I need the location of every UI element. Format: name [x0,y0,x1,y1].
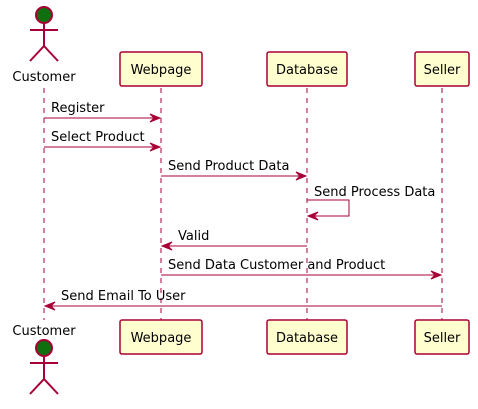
message-line [307,199,350,217]
message-label: Select Product [51,130,145,145]
participant-label: Seller [424,331,461,346]
participant-box [266,319,348,355]
participant-label: Database [276,63,338,78]
participant-customer-bottom: Customer [12,324,76,395]
participant-label: Customer [12,70,76,85]
message-label: Send Product Data [168,159,289,174]
arrow-head [160,241,173,251]
participant-seller-top: Seller [414,51,470,87]
participant-label: Webpage [131,331,192,346]
arrow-head [149,113,162,123]
participant-database-top: Database [266,51,348,87]
participants-bottom: Customer Webpage Database Seller [12,319,470,395]
participants-top: Customer Webpage Database Seller [12,6,470,87]
arrow-head [149,142,162,152]
message-6: Send Data Customer and Product [161,258,443,280]
message-label: Send Email To User [61,289,186,304]
actor-head [35,6,53,24]
lifelines [43,88,443,320]
participant-webpage-top: Webpage [119,51,203,87]
message-1: Register [44,101,162,123]
participant-label: Database [276,331,338,346]
actor-leg-right [43,378,59,395]
message-label: Valid [178,229,209,244]
actor-leg-left [29,378,45,395]
participant-database-bottom: Database [266,319,348,355]
participant-box [414,51,470,87]
participant-label: Webpage [131,63,192,78]
participant-label: Customer [12,324,76,339]
participant-box [414,319,470,355]
participant-webpage-bottom: Webpage [119,319,203,355]
message-label: Send Data Customer and Product [168,258,385,273]
message-3: Send Product Data [161,159,308,181]
actor-leg-right [43,45,59,62]
arrow-head [295,171,308,181]
participant-label: Seller [424,63,461,78]
participant-seller-bottom: Seller [414,319,470,355]
arrow-head [430,270,443,280]
arrow-head [306,211,319,221]
participant-customer-top: Customer [12,6,76,85]
actor-leg-left [29,45,45,62]
participant-box [266,51,348,87]
arrow-head [43,301,56,311]
message-2: Select Product [44,130,162,152]
message-4: Send Process Data [306,185,435,221]
message-label: Send Process Data [314,185,435,200]
participant-box [119,51,203,87]
actor-head [35,339,53,357]
message-label: Register [51,101,105,116]
participant-box [119,319,203,355]
message-7: Send Email To User [43,289,442,311]
message-5: Valid [160,229,307,251]
